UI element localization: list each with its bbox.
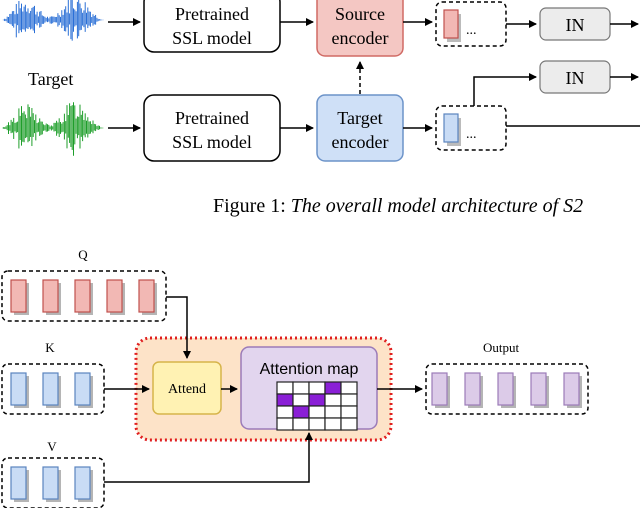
instance-norm-1: IN: [539, 7, 611, 41]
attention-cell: [324, 405, 342, 419]
v-token: [42, 466, 59, 500]
attention-cell: [308, 417, 326, 431]
attention-map-block: Attention map: [240, 346, 378, 431]
k-token: [10, 372, 27, 406]
output-token-group: [425, 363, 589, 415]
target-label: Target: [28, 69, 73, 89]
q-token-group: [1, 270, 167, 322]
pretrained-ssl-model-source: Pretrained SSL model: [143, 0, 281, 53]
attention-cell: [292, 417, 310, 431]
svg-text:Pretrained: Pretrained: [175, 4, 249, 24]
attend-block: Attend: [152, 361, 222, 415]
attention-cell: [340, 405, 358, 419]
target-feature-box: ...: [435, 105, 507, 151]
q-token: [74, 279, 91, 313]
q-token: [106, 279, 123, 313]
source-feature-box: ...: [435, 1, 507, 47]
attention-cell: [276, 381, 294, 395]
k-label: K: [45, 340, 55, 355]
attention-cell: [292, 393, 310, 407]
attention-cell: [324, 417, 342, 431]
svg-text:Target: Target: [337, 108, 382, 128]
q-token: [42, 279, 59, 313]
figure-caption: Figure 1: The overall model architecture…: [213, 195, 583, 217]
source-encoder: Source encoder: [316, 0, 404, 57]
attention-cell: [324, 381, 342, 395]
attention-cell: [308, 393, 326, 407]
q-token: [138, 279, 155, 313]
attention-cell: [276, 405, 294, 419]
svg-text:encoder: encoder: [332, 132, 389, 152]
attention-cell: [308, 405, 326, 419]
attention-cell: [340, 381, 358, 395]
output-token: [431, 372, 448, 406]
svg-text:IN: IN: [566, 68, 585, 88]
svg-text:SSL model: SSL model: [172, 132, 252, 152]
attention-cell: [276, 393, 294, 407]
attention-grid: [276, 381, 358, 431]
attention-cell: [308, 381, 326, 395]
output-token: [563, 372, 580, 406]
q-label: Q: [78, 247, 88, 262]
svg-text:...: ...: [466, 127, 477, 142]
svg-text:...: ...: [466, 23, 477, 38]
svg-text:Source: Source: [335, 4, 385, 24]
output-token: [464, 372, 481, 406]
attention-cell: [292, 405, 310, 419]
svg-text:Attend: Attend: [168, 382, 206, 397]
q-token: [10, 279, 27, 313]
attention-cell: [324, 393, 342, 407]
instance-norm-2: IN: [539, 60, 611, 94]
output-token: [497, 372, 514, 406]
svg-text:SSL model: SSL model: [172, 28, 252, 48]
svg-text:Attention map: Attention map: [260, 361, 359, 378]
attention-cell: [292, 381, 310, 395]
target-waveform: [2, 102, 104, 156]
v-token-group: [1, 457, 105, 508]
svg-text:encoder: encoder: [332, 28, 389, 48]
output-label: Output: [483, 340, 520, 355]
svg-text:IN: IN: [566, 15, 585, 35]
v-token: [74, 466, 91, 500]
target-encoder: Target encoder: [316, 94, 404, 162]
attention-cell: [276, 417, 294, 431]
v-label: V: [47, 439, 57, 454]
v-token: [10, 466, 27, 500]
k-token: [74, 372, 91, 406]
svg-text:Pretrained: Pretrained: [175, 108, 249, 128]
k-token-group: [1, 363, 105, 415]
output-token: [530, 372, 547, 406]
attention-cell: [340, 417, 358, 431]
k-token: [42, 372, 59, 406]
source-waveform: [2, 0, 104, 41]
attention-cell: [340, 393, 358, 407]
pretrained-ssl-model-target: Pretrained SSL model: [143, 94, 281, 162]
